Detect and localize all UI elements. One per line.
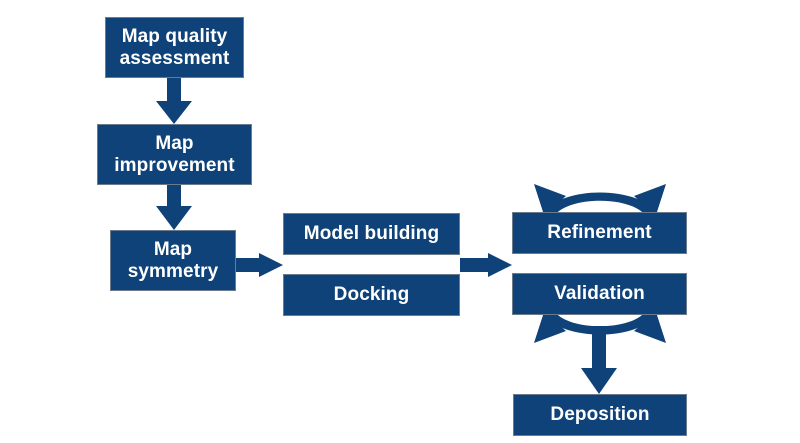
node-map-improvement[interactable]: Map improvement bbox=[97, 124, 252, 185]
node-docking-label: Docking bbox=[333, 284, 410, 306]
node-map-quality-line1: Map quality bbox=[121, 26, 228, 48]
node-model-building[interactable]: Model building bbox=[283, 213, 460, 255]
node-map-symmetry[interactable]: Map symmetry bbox=[110, 230, 236, 291]
node-map-symmetry-line2: symmetry bbox=[127, 260, 219, 282]
arrow-down-icon-quality-improve bbox=[156, 78, 192, 124]
arrow-down-icon-improve-symmetry bbox=[156, 185, 192, 230]
arrow-right-icon-symmetry-model bbox=[236, 253, 283, 277]
node-map-improve-line1: Map bbox=[155, 133, 194, 155]
node-model-building-label: Model building bbox=[303, 223, 440, 245]
node-map-improve-line2: improvement bbox=[114, 154, 235, 176]
node-validation-label: Validation bbox=[554, 283, 645, 305]
node-map-symmetry-line1: Map bbox=[153, 239, 193, 261]
cycle-arc-bottom-icon bbox=[534, 312, 666, 343]
node-map-quality-line2: assessment bbox=[119, 47, 230, 69]
cycle-arc-top-icon bbox=[534, 184, 666, 215]
node-deposition[interactable]: Deposition bbox=[513, 394, 687, 436]
node-validation[interactable]: Validation bbox=[512, 273, 687, 315]
arrow-down-icon-cycle-deposition bbox=[581, 326, 617, 394]
arrow-right-icon-model-refinement bbox=[460, 253, 512, 277]
node-map-quality-assessment[interactable]: Map quality assessment bbox=[105, 17, 244, 78]
node-refinement[interactable]: Refinement bbox=[512, 212, 687, 254]
node-deposition-label: Deposition bbox=[550, 404, 650, 426]
node-docking[interactable]: Docking bbox=[283, 274, 460, 316]
node-refinement-label: Refinement bbox=[547, 222, 652, 244]
